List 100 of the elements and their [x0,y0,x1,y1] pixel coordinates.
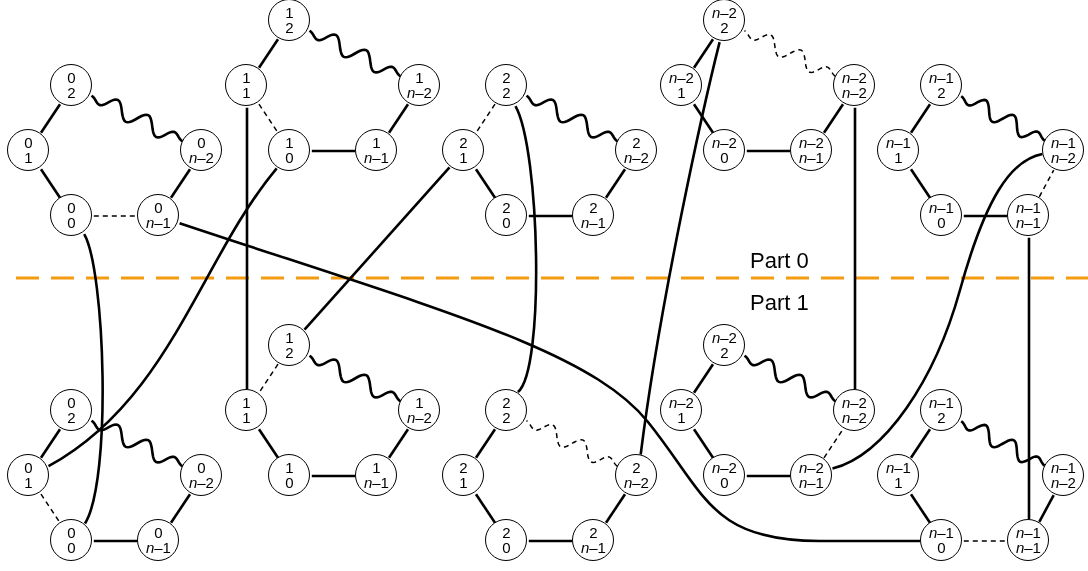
vertex-circle [833,64,876,107]
vertex-index: n–1 [885,135,911,151]
vertex-index: 2 [937,85,946,101]
vertex-index: 0 [67,215,76,231]
dashed-edge [258,103,279,134]
vertex-index: 2 [67,410,76,426]
vertex-index: 0 [720,475,729,491]
vertex-circle [615,129,658,172]
vertex-circle [50,194,93,237]
vertex-index: 1 [415,70,424,86]
vertex-circle [1042,454,1085,497]
vertex-index: 0 [67,525,76,541]
vertex-index: n–1 [1015,200,1041,216]
vertex-circle [1007,194,1050,237]
vertex-circle [920,194,963,237]
edge-line [692,38,715,69]
dashed-edge [258,363,279,394]
edge-line [639,41,721,455]
vertex-circle [485,519,528,562]
vertex-index: n–2 [1050,475,1076,491]
vertex-circle [442,454,485,497]
vertex-circle [398,389,441,432]
vertex-index: n–2 [1050,150,1076,166]
vertex-circle [703,454,746,497]
vertex-index: n–1 [580,215,606,231]
vertex-circle [877,454,920,497]
edge-line [93,539,138,543]
vertex-index: n–1 [1050,460,1076,476]
edge-line [387,103,410,134]
vertex-index: 1 [285,135,294,151]
vertex-index: 1 [677,410,686,426]
vertex-circle [920,389,963,432]
vertex-circle [268,129,311,172]
vertex-index: n–2 [798,135,824,151]
vertex-circle [442,129,485,172]
vertex-index: 2 [632,135,641,151]
vertex-index: 1 [285,330,294,346]
vertex-index: 2 [502,85,511,101]
vertex-index: n–2 [711,330,737,346]
vertex-index: n–1 [1015,215,1041,231]
edge-line [257,428,280,459]
vertex-index: n–2 [188,475,214,491]
vertex-index: 0 [285,150,294,166]
vertex-index: 2 [459,135,468,151]
vertex-index: n–2 [406,410,432,426]
vertex-index: n–1 [798,150,824,166]
vertex-circle [7,454,50,497]
vertex-circle [920,64,963,107]
vertex-index: 0 [197,135,206,151]
vertex-index: 2 [502,525,511,541]
vertex-index: 1 [894,475,903,491]
vertex-index: 1 [285,5,294,21]
vertex-index: 2 [502,200,511,216]
vertex-index: 1 [415,395,424,411]
vertex-index: 0 [67,200,76,216]
vertex-index: 1 [372,135,381,151]
vertex-index: n–1 [363,475,389,491]
vertex-index: 0 [285,475,294,491]
wavy-edge [308,29,402,78]
edge-line [746,474,791,478]
vertex-index: n–1 [1015,525,1041,541]
wavy-edge [308,354,402,403]
vertex-circle [137,519,180,562]
vertex-circle [703,129,746,172]
vertex-index: n–2 [711,135,737,151]
vertex-index: 1 [459,475,468,491]
vertex-index: n–2 [623,150,649,166]
vertex-index: 1 [677,85,686,101]
vertex-index: n–1 [1050,135,1076,151]
vertex-circle [615,454,658,497]
edge-line [179,221,921,543]
edge-line [822,103,845,134]
vertex-index: n–1 [1015,540,1041,556]
vertex-circle [572,194,615,237]
edge-line [39,103,62,134]
vertex-circle [398,64,441,107]
dashed-edge [963,540,1008,542]
vertex-index: 2 [502,410,511,426]
vertex-index: n–1 [928,70,954,86]
vertex-circle [225,389,268,432]
vertex-circle [485,64,528,107]
vertex-index: n–2 [841,410,867,426]
vertex-circle [225,64,268,107]
vertex-circle [833,389,876,432]
vertex-circle [268,454,311,497]
wavy-edge [743,354,837,403]
edge-line [169,493,192,524]
vertex-index: n–1 [928,200,954,216]
edge-line [474,493,497,524]
vertex-circle [50,389,93,432]
vertex-index: 2 [459,460,468,476]
dashed-edge [40,493,61,524]
vertex-circle [1007,519,1050,562]
wavy-edge [90,94,184,143]
edge-line [311,149,356,153]
vertex-index: n–2 [668,395,694,411]
vertex-index: 0 [154,200,163,216]
edge-line [474,168,497,199]
vertex-index: 0 [937,540,946,556]
vertex-index: n–1 [580,540,606,556]
